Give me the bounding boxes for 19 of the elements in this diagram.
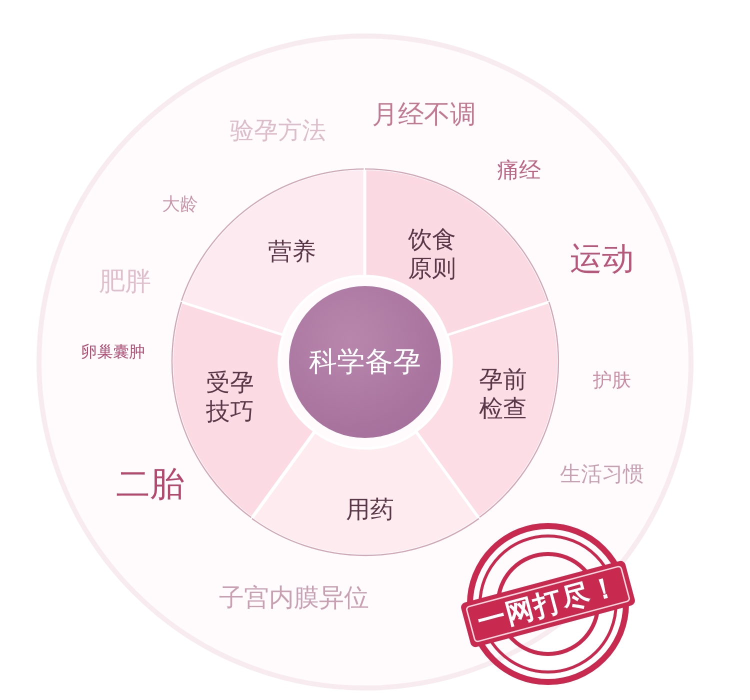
topic-label: 运动	[570, 239, 634, 279]
topic-label: 子宫内膜异位	[219, 582, 369, 614]
topic-label: 生活习惯	[560, 462, 644, 488]
segment-label: 孕前检查	[478, 366, 528, 424]
center-title: 科学备孕	[309, 344, 421, 380]
topic-label: 肥胖	[99, 267, 151, 299]
topic-label: 大龄	[162, 194, 198, 216]
segment-label: 营养	[266, 237, 317, 267]
stamp	[458, 521, 638, 687]
topic-label: 卵巢囊肿	[81, 342, 145, 362]
segment-label: 饮食原则	[407, 226, 457, 284]
segment-label: 用药	[344, 495, 395, 525]
topic-label: 护肤	[593, 369, 631, 393]
topic-label: 月经不调	[372, 100, 476, 132]
stamp-text: 一网打尽！	[474, 568, 622, 640]
topic-label: 二胎	[116, 464, 184, 506]
segment-label: 受孕技巧	[205, 368, 255, 428]
topic-label: 痛经	[497, 158, 541, 186]
topic-label: 验孕方法	[230, 116, 326, 146]
